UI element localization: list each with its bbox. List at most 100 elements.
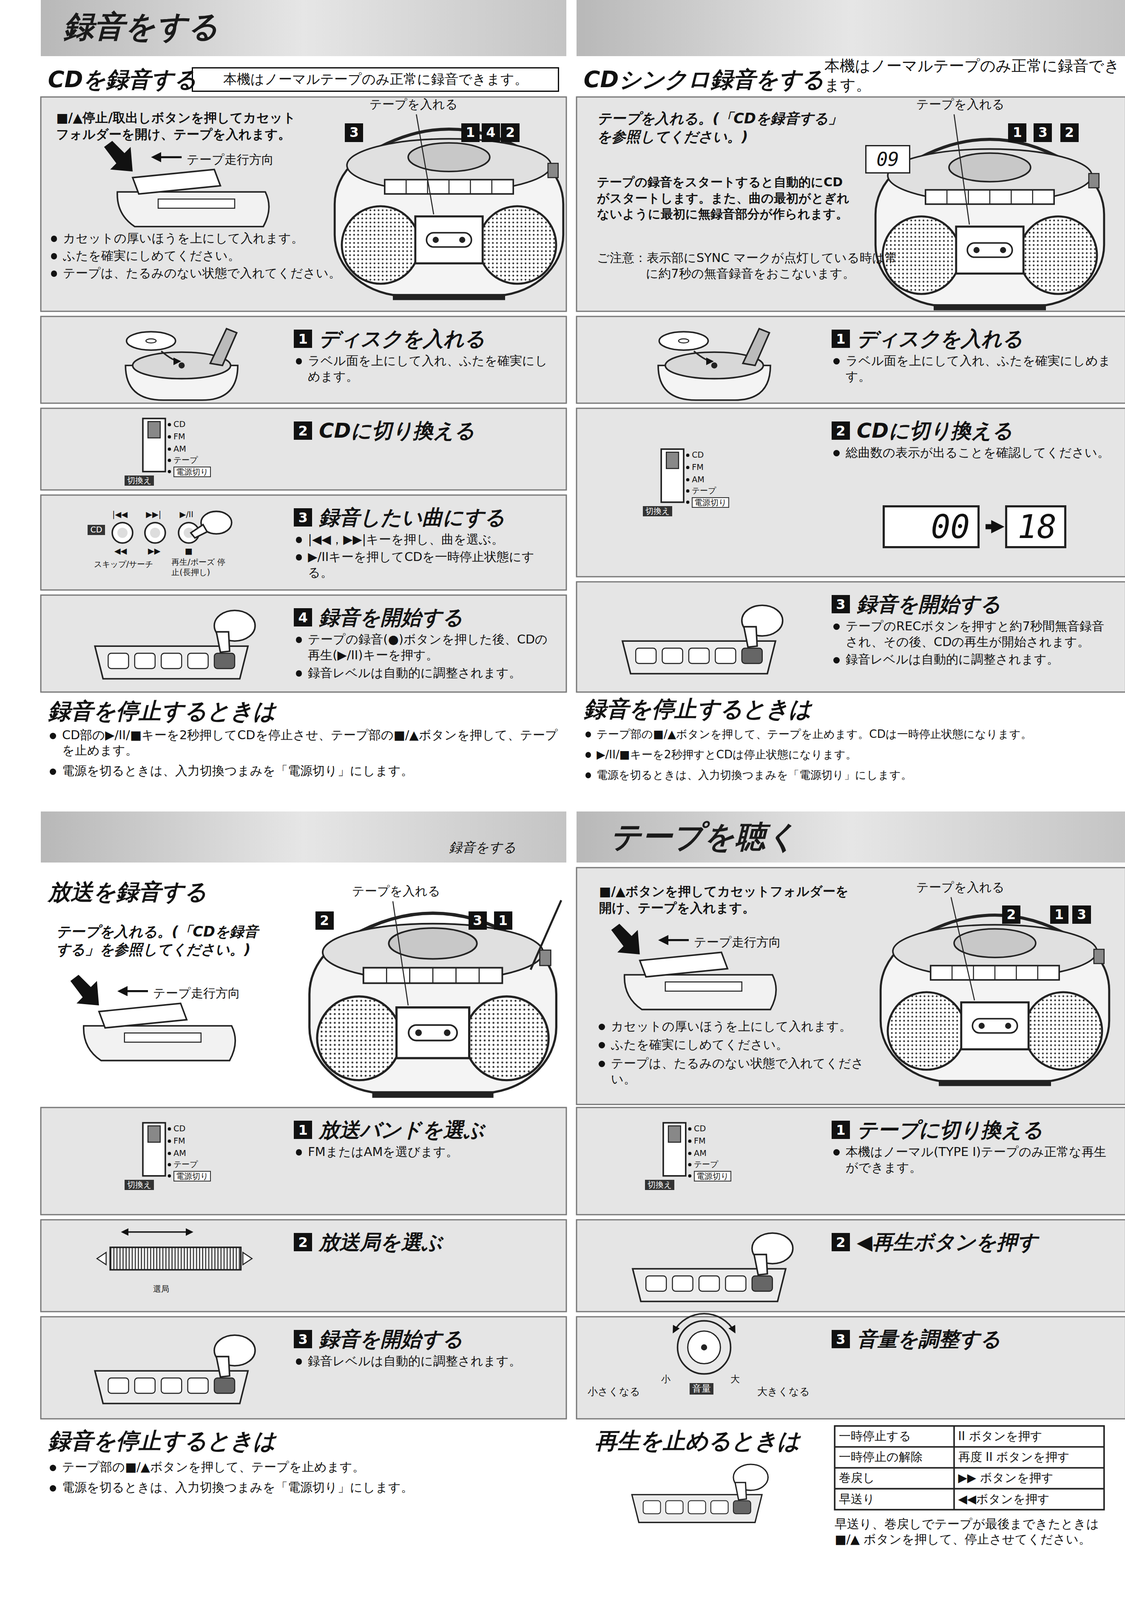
part-label: II ボタンを押す xyxy=(958,1428,1043,1444)
track-display: 18 xyxy=(1005,505,1067,549)
header-bar xyxy=(40,0,567,57)
part-label: AM xyxy=(691,474,705,485)
step-title-row: 4録音を開始する xyxy=(293,605,554,630)
bullet-note: 電源を切るときは、入力切換つまみを「電源切り」にします。 xyxy=(583,767,1125,782)
header-bar xyxy=(40,811,567,863)
section-header: テープを聴く xyxy=(576,811,1125,863)
callout-number: 2 xyxy=(1002,905,1021,924)
input-switch xyxy=(661,448,690,504)
intro-panel: ■/▲ボタンを押してカセットフォルダーを開け、テープを入れます。カセットの厚いほ… xyxy=(576,867,1125,1105)
button-label: 切換え xyxy=(124,1179,154,1190)
part-label: CD xyxy=(691,449,704,461)
step-title-row: 2CDに切り換える xyxy=(831,418,1114,444)
step-band xyxy=(576,316,1125,404)
section-header-text: テープを聴く xyxy=(610,816,798,858)
bullet-note: ふたを確実にしめてください。 xyxy=(48,247,344,264)
step-note: 録音レベルは自動的に調整されます。 xyxy=(831,651,1114,668)
switch-position: 電源切り xyxy=(173,1170,211,1182)
step-panel: 3録音を開始するテープのRECボタンを押すと約7秒間無音録音され、その後、CDの… xyxy=(576,581,1125,692)
part-label: テープ走行方向 xyxy=(693,934,782,950)
step-title-row: 2CDに切り換える xyxy=(293,418,554,444)
tuning-dial xyxy=(96,1231,253,1270)
callout-number: 3 xyxy=(344,123,364,142)
callout-number: 2 xyxy=(1060,123,1079,142)
intro-text: ご注意：表示部にSYNC マークが点灯している時は常に約7秒の無音録音をおこない… xyxy=(596,250,899,282)
part-label: FM xyxy=(173,1135,186,1146)
button-label: 切換え xyxy=(642,505,673,517)
step-number: 2 xyxy=(831,421,850,440)
step-content: 3録音を開始する録音レベルは自動的に調整されます。 xyxy=(293,1326,554,1369)
step-band xyxy=(576,96,1125,312)
step-note: テープの録音(●)ボタンを押した後、CDの再生(▶/II)キーを押す。 xyxy=(293,631,554,664)
step-panel: 3録音したい曲にする|◀◀，▶▶|キーを押し、曲を選ぶ。▶/IIキーを押してCD… xyxy=(40,494,567,590)
part-label: ▶▶ ボタンを押す xyxy=(958,1470,1054,1485)
step-number: 1 xyxy=(293,329,313,348)
cd-buttons xyxy=(112,511,232,543)
cd-buttons xyxy=(112,522,133,543)
section-heading: 再生を止めるときは xyxy=(594,1426,801,1455)
arrow-connector xyxy=(985,523,1000,529)
part-label: 巻戻し xyxy=(838,1470,875,1485)
step-title-row: 2◀再生ボタンを押す xyxy=(831,1229,1114,1255)
step-content: 1ディスクを入れるラベル面を上にして入れ、ふたを確実にしめます。 xyxy=(293,326,554,385)
callout-number: 3 xyxy=(468,911,487,930)
step-content: 2◀再生ボタンを押す xyxy=(831,1229,1114,1255)
page-title: 録音をする xyxy=(63,8,219,45)
callout-number: 2 xyxy=(500,123,520,142)
note-box-text: 本機はノーマルテープのみ正常に録音できます。 xyxy=(223,70,529,89)
boombox xyxy=(530,900,562,970)
volume-knob xyxy=(673,1313,735,1332)
part-label: FM xyxy=(693,1135,706,1146)
instruction-text: テープを入れる。(「CDを録音する」を参照してください。) xyxy=(56,922,261,959)
bullet-note: テープは、たるみのない状態で入れてください。 xyxy=(596,1055,882,1088)
step-panel: 1放送バンドを選ぶFMまたはAMを選びます。 xyxy=(40,1107,567,1215)
track-display: 00 xyxy=(882,505,980,549)
step-heading: ディスクを入れる xyxy=(856,326,1023,352)
step-note: 録音レベルは自動的に調整されます。 xyxy=(293,1352,554,1369)
button-label: 切換え xyxy=(644,1179,675,1190)
step-content: 3音量を調整する xyxy=(831,1326,1114,1352)
bullet-note: テープ部の■/▲ボタンを押して、テープを止めます。CDは一時停止状態になります。 xyxy=(583,726,1125,741)
part-label: ◀◀ xyxy=(114,545,128,557)
part-label: 小 xyxy=(661,1373,671,1385)
step-title-row: 1放送バンドを選ぶ xyxy=(293,1117,554,1143)
part-label: ■ xyxy=(184,545,193,557)
section-heading: 放送を録音する xyxy=(48,877,208,906)
button-label: CD xyxy=(87,524,105,535)
volume-knob xyxy=(677,1320,731,1374)
part-label: 早送り、巻戻しでテープが最後まできたときは■/▲ ボタンを押して、停止させてくだ… xyxy=(834,1516,1106,1547)
bullet-note: カセットの厚いほうを上にして入れます。 xyxy=(48,230,344,247)
part-label: テープを入れる xyxy=(369,96,458,113)
hand-pressing-button xyxy=(94,610,256,679)
step-panel: 2放送局を選ぶ xyxy=(40,1219,567,1312)
hand-pressing-button xyxy=(632,1232,793,1302)
intro-text: ■/▲停止/取出しボタンを押してカセットフォルダーを開け、テープを入れます。 xyxy=(56,109,307,143)
step-content: 2放送局を選ぶ xyxy=(293,1229,554,1255)
part-label: AM xyxy=(173,1147,187,1159)
step-number: 2 xyxy=(831,1232,850,1251)
step-note: 総曲数の表示が出ることを確認してください。 xyxy=(831,444,1114,461)
step-number: 2 xyxy=(293,1232,313,1251)
step-panel: 3音量を調整する xyxy=(576,1316,1125,1419)
step-band xyxy=(40,96,567,312)
part-label: テープを入れる xyxy=(916,96,1005,113)
step-note: ▶/IIキーを押してCDを一時停止状態にする。 xyxy=(293,548,554,581)
page-artwork xyxy=(40,0,1125,1523)
input-switch xyxy=(142,418,171,474)
step-band xyxy=(40,1107,567,1215)
step-content: 1ディスクを入れるラベル面を上にして入れ、ふたを確実にしめます。 xyxy=(831,326,1114,385)
intro-text: ■/▲ボタンを押してカセットフォルダーを開け、テープを入れます。 xyxy=(599,882,855,916)
track-display-text: 00 xyxy=(930,507,970,546)
bullet-note: テープ部の■/▲ボタンを押して、テープを止めます。 xyxy=(48,1459,564,1475)
step-number: 4 xyxy=(293,607,313,627)
step-heading: ディスクを入れる xyxy=(318,326,486,352)
switch-position: 電源切り xyxy=(173,466,211,478)
hand-pressing-button xyxy=(94,1334,256,1404)
step-content: 2CDに切り換える総曲数の表示が出ることを確認してください。 xyxy=(831,418,1114,461)
step-number: 3 xyxy=(831,1329,850,1348)
step-title-row: 3録音したい曲にする xyxy=(293,505,554,530)
button-label: 音量 xyxy=(689,1382,714,1395)
bullet-note: ▶/II/■キーを2秒押すとCDは停止状態になります。 xyxy=(583,747,1125,762)
callout-number: 1 xyxy=(1050,905,1069,924)
step-note: 録音レベルは自動的に調整されます。 xyxy=(293,664,554,681)
